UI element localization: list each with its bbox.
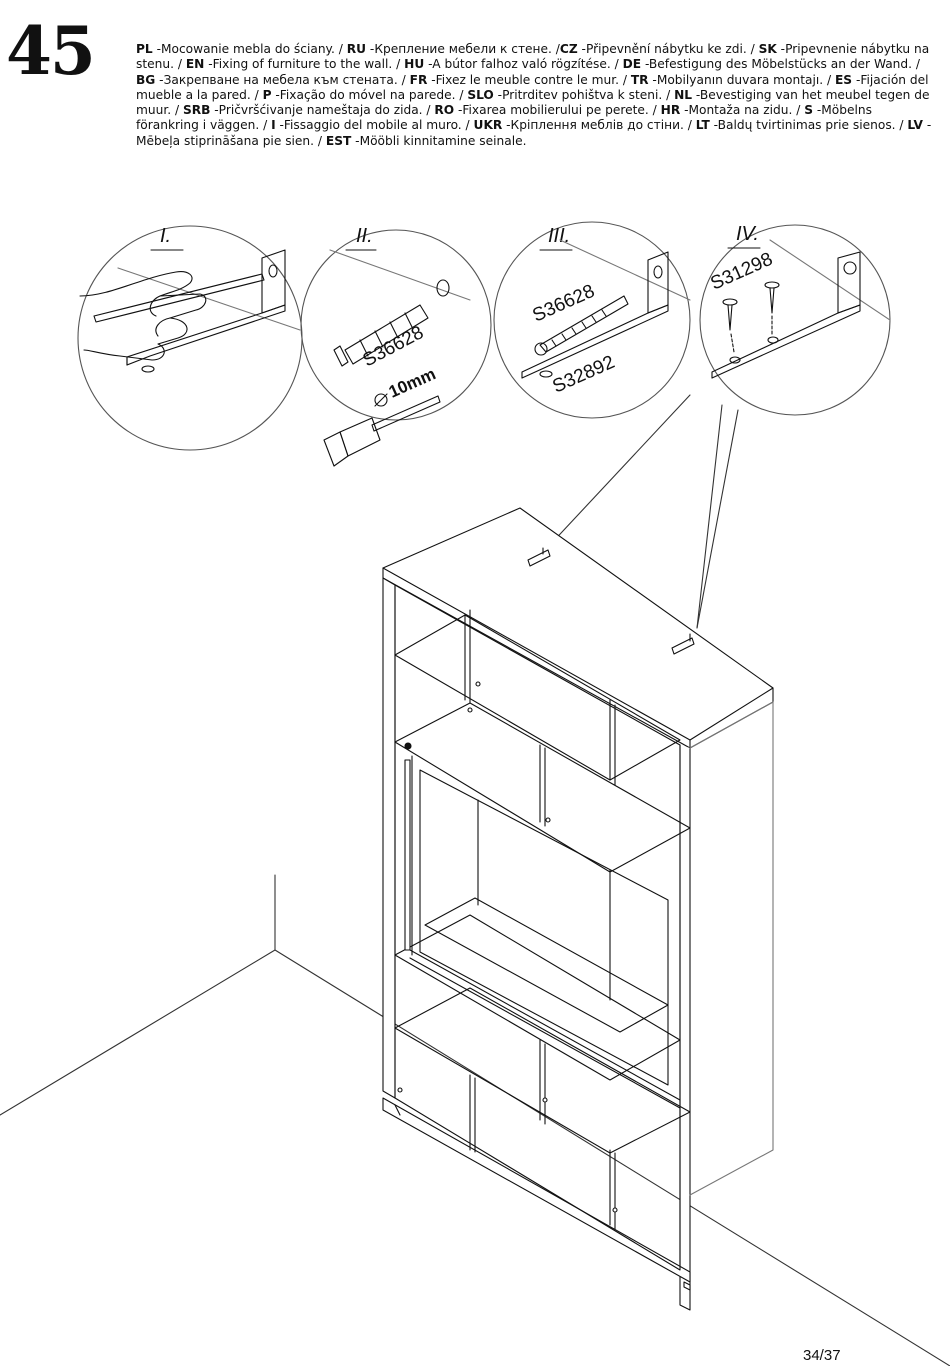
- instruction-translation: -Pripevnenie nábytku na stenu. /: [136, 42, 930, 72]
- instruction-translation: -Кріплення меблів до стіни. /: [502, 118, 696, 133]
- language-code: ES: [834, 72, 853, 87]
- language-code: CZ: [559, 42, 578, 56]
- language-code: DE: [622, 57, 642, 72]
- instruction-translation: -Mööbli kinnitamine seinale.: [351, 133, 527, 148]
- instruction-translation: -Fixing of furniture to the wall. /: [204, 57, 405, 72]
- language-code: RO: [434, 103, 455, 118]
- detail-circle-1: I.: [77, 225, 303, 451]
- language-code: BG: [136, 72, 156, 87]
- instruction-translation: -A bútor falhoz való rögzítése. /: [424, 57, 623, 72]
- instruction-translation: -Mobilyanın duvara montajı. /: [648, 72, 835, 87]
- instruction-translation: -Fixação do móvel na parede. /: [271, 87, 468, 102]
- instruction-translation: -Pričvršćivanje nameštaja do zida. /: [210, 103, 435, 118]
- detail-label-2: II.: [356, 225, 373, 247]
- language-code: S: [804, 103, 813, 118]
- step-number: 45: [6, 12, 96, 90]
- language-code: PL: [136, 42, 153, 56]
- detail-circle-3: III. S36628 S32892: [493, 221, 691, 419]
- detail-circle-2: II. S36628 10mm: [300, 225, 492, 467]
- instruction-translation: -Befestigung des Möbelstücks an der Wand…: [641, 57, 920, 72]
- instruction-translation: -Fissaggio del mobile al muro. /: [275, 118, 474, 133]
- language-code: UKR: [473, 118, 503, 133]
- drill-size: 10mm: [386, 364, 439, 401]
- instruction-translation: -Mocowanie mebla do ściany. /: [152, 42, 347, 56]
- language-code: HR: [660, 103, 681, 118]
- instruction-translation: -Fixez le meuble contre le mur. /: [427, 72, 631, 87]
- instruction-translation: -Mēbeļa stiprināšana pie sien. /: [136, 118, 932, 148]
- small-screw-code: S31298: [707, 249, 775, 295]
- bracket-code: S32892: [549, 352, 617, 398]
- language-code: SK: [758, 42, 777, 56]
- detail-label-3: III.: [548, 225, 570, 247]
- language-code: LV: [907, 118, 923, 133]
- screw-code: S36628: [529, 281, 597, 327]
- detail-label-4: IV.: [736, 223, 759, 245]
- instruction-translation: -Baldų tvirtinimas prie sienos. /: [709, 118, 908, 133]
- instruction-translation: -Pritrditev pohištva k steni. /: [493, 87, 675, 102]
- instruction-translation: -Закрепване на мебела към стената. /: [155, 72, 410, 87]
- language-code: RU: [346, 42, 367, 56]
- language-code: EN: [185, 57, 205, 72]
- detail-label-1: I.: [160, 225, 171, 247]
- language-code: FR: [409, 72, 428, 87]
- instruction-translation: -Montaža na zidu. /: [680, 103, 805, 118]
- language-code: P: [262, 87, 272, 102]
- instruction-translation: -Fijación del mueble a la pared. /: [136, 72, 929, 102]
- bookcase: [382, 507, 774, 1311]
- language-code: SRB: [182, 103, 211, 118]
- language-code: NL: [674, 87, 693, 102]
- language-code: HU: [404, 57, 425, 72]
- page-number: 34/37: [803, 1347, 841, 1364]
- instruction-translation: -Möbelns förankring i väggen. /: [136, 103, 872, 133]
- detail-circle-4: IV. S31298: [699, 223, 891, 416]
- instruction-translation: -Připevnění nábytku ke zdi. /: [577, 42, 759, 56]
- language-code: TR: [630, 72, 649, 87]
- instruction-translation: -Крепление мебели к стене. /: [366, 42, 560, 56]
- language-code: EST: [325, 133, 352, 148]
- language-code: SLO: [467, 87, 494, 102]
- language-code: I: [271, 118, 276, 133]
- instruction-translation: -Fixarea mobilierului pe perete. /: [454, 103, 661, 118]
- language-code: LT: [695, 118, 710, 133]
- instruction-translation: -Bevestiging van het meubel tegen de muu…: [136, 87, 930, 118]
- instruction-text: PL -Mocowanie mebla do ściany. / RU -Кре…: [136, 42, 936, 149]
